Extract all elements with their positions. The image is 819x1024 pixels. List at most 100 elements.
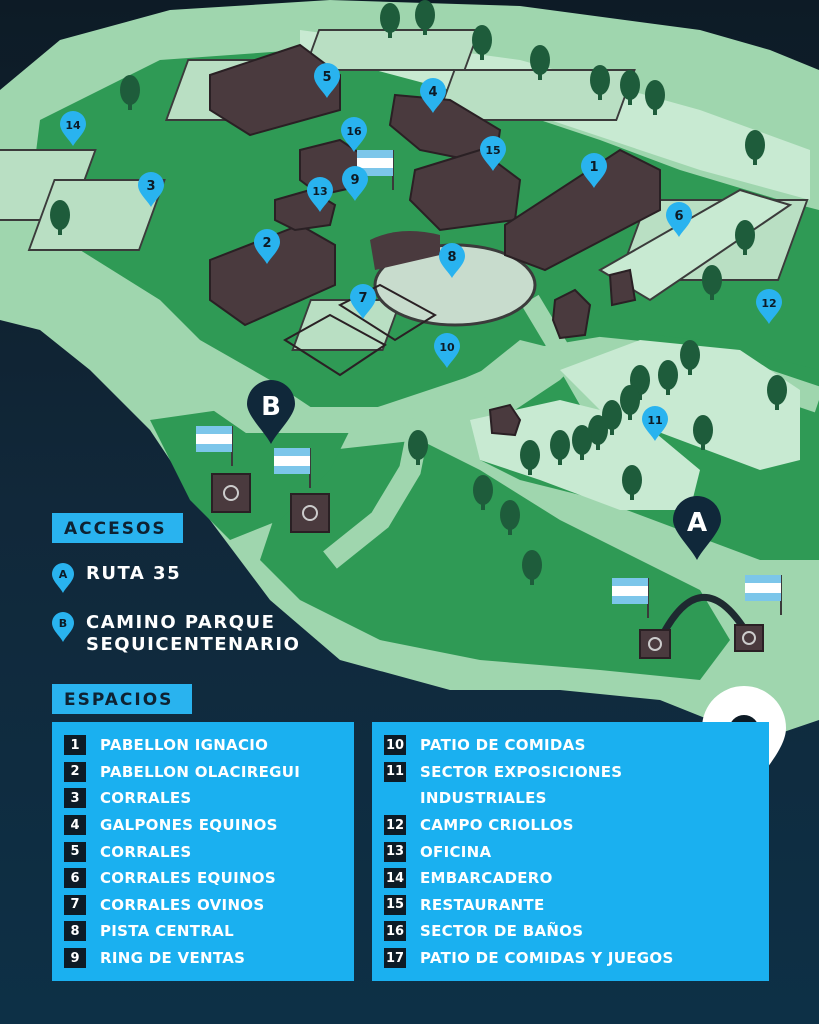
map-marker-4[interactable]: 4 (420, 78, 446, 113)
svg-text:A: A (59, 568, 68, 581)
map-marker-1[interactable]: 1 (581, 153, 607, 188)
legend-number: 15 (384, 894, 406, 915)
gate-a-structures (611, 574, 782, 659)
legend-number: 4 (64, 815, 86, 836)
map-marker-label: 14 (65, 119, 81, 132)
legend-number: 14 (384, 868, 406, 889)
map-marker-label: 15 (485, 144, 500, 157)
map-marker-label: 1 (589, 160, 598, 175)
map-marker-label: 9 (350, 173, 359, 188)
legend-label: CORRALES (100, 789, 192, 808)
legend-label: SECTOR EXPOSICIONES (420, 762, 623, 781)
legend-item-10: 10 PATIO DE COMIDAS (384, 732, 769, 759)
map-marker-label: 16 (346, 125, 362, 138)
map-marker-12[interactable]: 12 (756, 289, 782, 324)
espacios-title: ESPACIOS (52, 684, 192, 714)
gate-label-a: A (687, 508, 707, 538)
legend-number: 1 (64, 735, 86, 756)
map-marker-15[interactable]: 15 (480, 136, 506, 171)
legend-item-2: 2 PABELLON OLACIREGUI (64, 759, 354, 786)
accesos-title: ACCESOS (52, 513, 183, 543)
legend-number: 6 (64, 868, 86, 889)
legend-item-cont: INDUSTRIALES (384, 785, 769, 812)
map-marker-5[interactable]: 5 (314, 63, 340, 98)
map-marker-label: 4 (428, 85, 437, 100)
map-marker-13[interactable]: 13 (307, 177, 333, 212)
legend-item-17: 17 PATIO DE COMIDAS Y JUEGOS (384, 945, 769, 972)
legend-label: CORRALES (100, 842, 192, 861)
map-marker-label: 3 (146, 179, 155, 194)
legend-item-5: 5 CORRALES (64, 838, 354, 865)
map-marker-label: 5 (322, 70, 331, 85)
map-marker-label: 8 (447, 250, 456, 265)
legend-label: PABELLON OLACIREGUI (100, 762, 301, 781)
map-marker-label: 10 (439, 341, 455, 354)
access-pin-a-icon: A (52, 563, 74, 593)
legend-item-8: 8 PISTA CENTRAL (64, 918, 354, 945)
legend-number: 13 (384, 841, 406, 862)
legend-item-4: 4 GALPONES EQUINOS (64, 812, 354, 839)
legend-label: EMBARCADERO (420, 869, 553, 888)
legend-label: PISTA CENTRAL (100, 922, 234, 941)
legend-number: 10 (384, 735, 406, 756)
legend-label: CORRALES OVINOS (100, 895, 265, 914)
map-marker-label: 7 (358, 291, 367, 306)
legend-label: PATIO DE COMIDAS Y JUEGOS (420, 949, 674, 968)
legend-number: 17 (384, 948, 406, 969)
gate-marker-a[interactable]: A (673, 496, 721, 560)
legend-label: CORRALES EQUINOS (100, 869, 276, 888)
map-marker-3[interactable]: 3 (138, 172, 164, 207)
legend-label: SECTOR DE BAÑOS (420, 922, 584, 941)
gate-b-structures (195, 425, 330, 533)
legend-label: RING DE VENTAS (100, 949, 246, 968)
legend-item-13: 13 OFICINA (384, 838, 769, 865)
legend-label: GALPONES EQUINOS (100, 816, 278, 835)
legend-number: 8 (64, 921, 86, 942)
map-marker-label: 6 (674, 209, 683, 224)
svg-text:B: B (59, 617, 67, 630)
map-marker-16[interactable]: 16 (341, 117, 367, 152)
legend-label: PABELLON IGNACIO (100, 736, 269, 755)
map-marker-8[interactable]: 8 (439, 243, 465, 278)
map-marker-6[interactable]: 6 (666, 202, 692, 237)
legend-number: 5 (64, 841, 86, 862)
legend-label: INDUSTRIALES (420, 789, 547, 808)
legend-number (384, 788, 406, 808)
legend-label: CAMPO CRIOLLOS (420, 816, 574, 835)
map-marker-11[interactable]: 11 (642, 406, 668, 441)
access-item-a: A RUTA 35 (52, 563, 181, 593)
map-marker-10[interactable]: 10 (434, 333, 460, 368)
buildings (209, 43, 661, 437)
map-marker-2[interactable]: 2 (254, 229, 280, 264)
green-zone-south (260, 440, 730, 680)
map-marker-label: 12 (761, 297, 776, 310)
map-marker-9[interactable]: 9 (342, 166, 368, 201)
legend-number: 16 (384, 921, 406, 942)
gate-label-b: B (261, 392, 281, 422)
map-marker-7[interactable]: 7 (350, 284, 376, 319)
legend-item-14: 14 EMBARCADERO (384, 865, 769, 892)
access-pin-b-icon: B (52, 612, 74, 642)
access-item-b: B CAMINO PARQUE SEQUICENTENARIO (52, 612, 300, 656)
gate-marker-b[interactable]: B (247, 380, 295, 444)
map-marker-label: 13 (312, 185, 327, 198)
legend-item-16: 16 SECTOR DE BAÑOS (384, 918, 769, 945)
legend-label: PATIO DE COMIDAS (420, 736, 586, 755)
legend-label: OFICINA (420, 842, 492, 861)
legend-number: 7 (64, 894, 86, 915)
map-marker-label: 2 (262, 236, 271, 251)
legend-item-6: 6 CORRALES EQUINOS (64, 865, 354, 892)
map-marker-14[interactable]: 14 (60, 111, 86, 146)
access-label-a: RUTA 35 (86, 563, 182, 584)
legend-number: 2 (64, 761, 86, 782)
map-marker-label: 11 (647, 414, 662, 427)
legend-item-1: 1 PABELLON IGNACIO (64, 732, 354, 759)
legend-number: 9 (64, 948, 86, 969)
legend-item-9: 9 RING DE VENTAS (64, 945, 354, 972)
